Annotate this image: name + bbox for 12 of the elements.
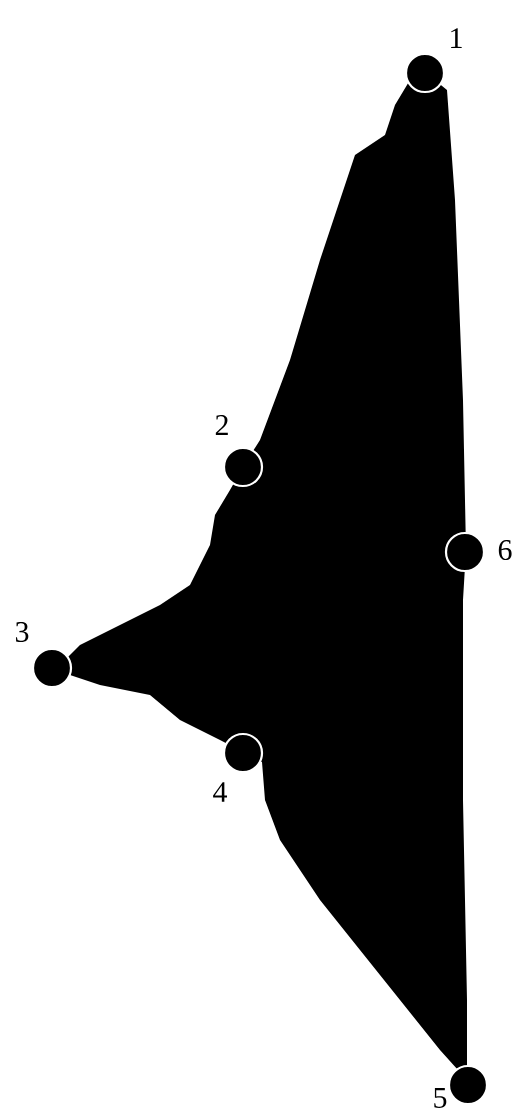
landmark-dot [222,446,264,488]
landmark-number: 4 [213,782,227,802]
landmark-dot [447,1064,489,1106]
landmark-number: 1 [451,28,462,48]
landmark-dot [404,52,446,94]
landmark-number: 2 [215,415,228,435]
landmark-number: 3 [15,621,29,643]
landmark-dot [31,647,73,689]
landmark-number: 6 [498,539,512,561]
landmark-number: 5 [434,1088,447,1108]
landmark-dot [222,732,264,774]
landmark-dot [444,531,486,573]
